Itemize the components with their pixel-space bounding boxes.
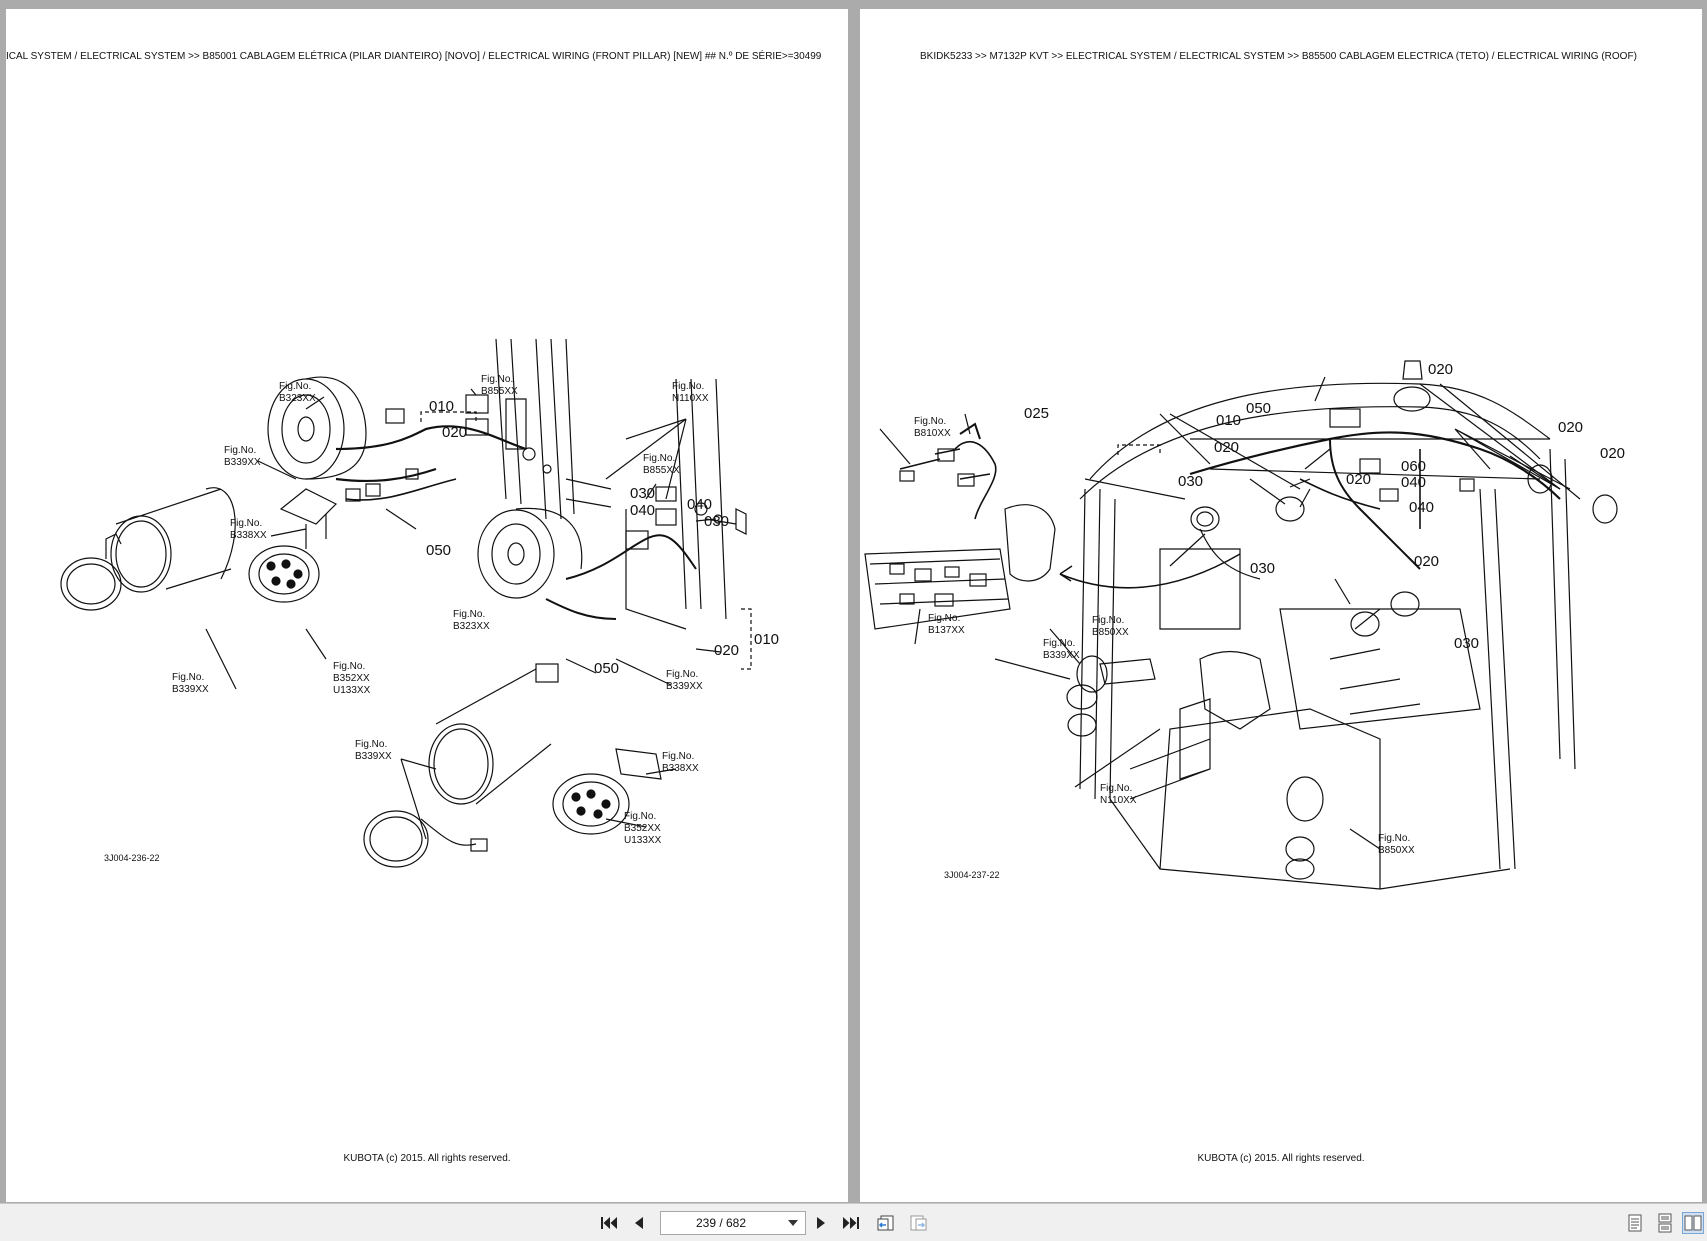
fig-ref-b323xx: B323XX bbox=[279, 393, 316, 404]
navigation-toolbar bbox=[0, 1203, 1707, 1241]
part-010-r: 010 bbox=[1216, 412, 1241, 429]
fig-ref-b352xx-1: B352XX bbox=[333, 673, 370, 684]
svg-text:Fig.No.: Fig.No. bbox=[666, 669, 698, 680]
svg-text:Fig.No.: Fig.No. bbox=[624, 811, 656, 822]
svg-text:Fig.No.: Fig.No. bbox=[672, 381, 704, 392]
part-050-a: 050 bbox=[426, 542, 451, 559]
part-020-r-a: 020 bbox=[1214, 439, 1239, 456]
svg-text:Fig.No.: Fig.No. bbox=[355, 739, 387, 750]
svg-text:Fig.No.: Fig.No. bbox=[643, 453, 675, 464]
fig-ref-b323xx-2: B323XX bbox=[453, 621, 490, 632]
fig-ref-b850xx-2: B850XX bbox=[1378, 845, 1415, 856]
fig-ref-b339xx-1: B339XX bbox=[224, 457, 261, 468]
svg-text:Fig.No.: Fig.No. bbox=[230, 518, 262, 529]
svg-text:Fig.No.: Fig.No. bbox=[914, 416, 946, 427]
left-page-footer: KUBOTA (c) 2015. All rights reserved. bbox=[343, 1153, 511, 1164]
svg-text:Fig.No.: Fig.No. bbox=[928, 613, 960, 624]
part-040-r-b: 040 bbox=[1409, 499, 1434, 516]
last-page-icon[interactable] bbox=[840, 1212, 862, 1234]
next-page-icon[interactable] bbox=[810, 1212, 832, 1234]
fig-ref-u133xx-2: U133XX bbox=[624, 835, 662, 846]
part-030-r-a: 030 bbox=[1178, 473, 1203, 490]
part-050-b: 050 bbox=[594, 660, 619, 677]
document-viewer: ICAL SYSTEM / ELECTRICAL SYSTEM >> B8500… bbox=[6, 9, 1702, 1202]
svg-text:Fig.No.: Fig.No. bbox=[1100, 783, 1132, 794]
part-020-a: 020 bbox=[442, 424, 467, 441]
svg-text:Fig.No.: Fig.No. bbox=[224, 445, 256, 456]
part-040-a: 040 bbox=[630, 502, 655, 519]
part-030-r-c: 030 bbox=[1454, 635, 1479, 652]
fig-ref-u133xx-1: U133XX bbox=[333, 685, 371, 696]
part-040-b: 040 bbox=[687, 496, 712, 513]
part-010-b: 010 bbox=[754, 631, 779, 648]
part-050-r: 050 bbox=[1246, 400, 1271, 417]
history-back-icon[interactable] bbox=[875, 1212, 897, 1234]
part-030-b: 030 bbox=[704, 513, 729, 530]
fig-ref-b810xx: B810XX bbox=[914, 428, 951, 439]
fig-ref-b855xx: B855XX bbox=[481, 386, 518, 397]
continuous-view-icon[interactable] bbox=[1654, 1212, 1676, 1234]
page-number-field[interactable] bbox=[660, 1211, 806, 1235]
svg-text:Fig.No.: Fig.No. bbox=[1092, 615, 1124, 626]
part-020-r-f: 020 bbox=[1414, 553, 1439, 570]
right-page-header: BKIDK5233 >> M7132P KVT >> ELECTRICAL SY… bbox=[920, 51, 1637, 62]
fig-ref-b352xx-2: B352XX bbox=[624, 823, 661, 834]
drawing-code-left: 3J004-236-22 bbox=[104, 853, 160, 863]
part-010-a: 010 bbox=[429, 398, 454, 415]
svg-text:Fig.No.: Fig.No. bbox=[279, 381, 311, 392]
right-page: BKIDK5233 >> M7132P KVT >> ELECTRICAL SY… bbox=[860, 9, 1702, 1202]
svg-text:Fig.No.: Fig.No. bbox=[453, 609, 485, 620]
page-number-input[interactable] bbox=[661, 1216, 781, 1230]
part-060: 060 bbox=[1401, 458, 1426, 475]
part-020-r-e: 020 bbox=[1346, 471, 1371, 488]
facing-pages-view-icon[interactable] bbox=[1682, 1212, 1704, 1234]
svg-text:Fig.No.: Fig.No. bbox=[662, 751, 694, 762]
part-020-r-d: 020 bbox=[1600, 445, 1625, 462]
page-dropdown-arrow-icon[interactable] bbox=[781, 1212, 805, 1234]
part-025: 025 bbox=[1024, 405, 1049, 422]
fig-ref-b855xx-2: B855XX bbox=[643, 465, 680, 476]
fig-ref-b339xx-4: B339XX bbox=[355, 751, 392, 762]
fig-ref-n110xx: N110XX bbox=[672, 393, 709, 404]
fig-ref-b338xx-2: B338XX bbox=[662, 763, 699, 774]
history-forward-icon[interactable] bbox=[907, 1212, 929, 1234]
part-020-b: 020 bbox=[714, 642, 739, 659]
part-020-r-c: 020 bbox=[1558, 419, 1583, 436]
roof-wiring-diagram: Fig.No. B810XX Fig.No. B137XX Fig.No. B8… bbox=[864, 360, 1625, 890]
part-020-r-b: 020 bbox=[1428, 361, 1453, 378]
fig-ref-b137xx: B137XX bbox=[928, 625, 965, 636]
fig-ref-b339xx-3: B339XX bbox=[666, 681, 703, 692]
svg-text:Fig.No.: Fig.No. bbox=[333, 661, 365, 672]
previous-page-icon[interactable] bbox=[628, 1212, 650, 1234]
left-page-header: ICAL SYSTEM / ELECTRICAL SYSTEM >> B8500… bbox=[6, 51, 822, 62]
part-030-r-b: 030 bbox=[1250, 560, 1275, 577]
fig-ref-b339xx-r: B339XX bbox=[1043, 650, 1080, 661]
fig-ref-b339xx-2: B339XX bbox=[172, 684, 209, 695]
fig-ref-b850xx-1: B850XX bbox=[1092, 627, 1129, 638]
part-040-r-a: 040 bbox=[1401, 474, 1426, 491]
svg-text:Fig.No.: Fig.No. bbox=[172, 672, 204, 683]
fig-ref-b338xx-1: B338XX bbox=[230, 530, 267, 541]
drawing-code-right: 3J004-237-22 bbox=[944, 870, 1000, 880]
part-030-a: 030 bbox=[630, 485, 655, 502]
single-page-view-icon[interactable] bbox=[1624, 1212, 1646, 1234]
svg-text:Fig.No.: Fig.No. bbox=[481, 374, 513, 385]
svg-text:Fig.No.: Fig.No. bbox=[1043, 638, 1075, 649]
left-page: ICAL SYSTEM / ELECTRICAL SYSTEM >> B8500… bbox=[6, 9, 848, 1202]
right-page-footer: KUBOTA (c) 2015. All rights reserved. bbox=[1197, 1153, 1365, 1164]
fig-ref-n110xx-r: N110XX bbox=[1100, 795, 1137, 806]
first-page-icon[interactable] bbox=[598, 1212, 620, 1234]
svg-text:Fig.No.: Fig.No. bbox=[1378, 833, 1410, 844]
front-pillar-wiring-diagram: Fig.No. B323XX Fig.No. B855XX Fig.No. N1… bbox=[60, 338, 779, 868]
